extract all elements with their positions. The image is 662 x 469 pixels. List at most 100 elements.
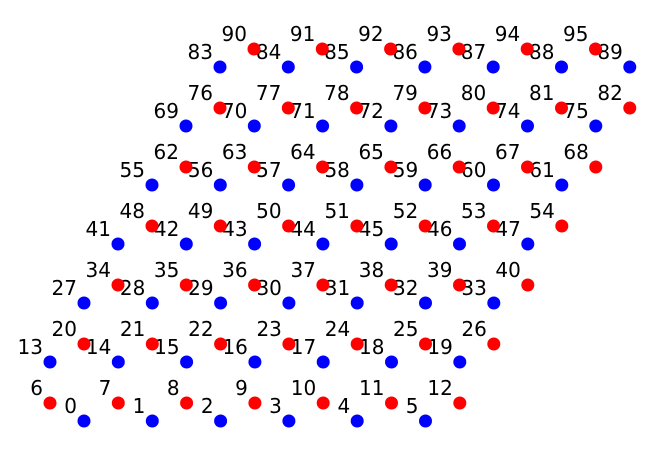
- node-label-42: 42: [154, 217, 179, 241]
- node-label-63: 63: [222, 140, 247, 164]
- node-label-54: 54: [529, 199, 554, 223]
- blue-node-58: [350, 178, 364, 192]
- node-label-41: 41: [86, 217, 111, 241]
- red-node-48: [145, 219, 159, 233]
- node-label-72: 72: [358, 99, 383, 123]
- node-label-23: 23: [256, 317, 281, 341]
- node-label-67: 67: [495, 140, 520, 164]
- red-node-25: [419, 337, 432, 351]
- red-node-67: [521, 160, 534, 174]
- node-label-49: 49: [188, 199, 213, 223]
- node-label-55: 55: [120, 158, 145, 182]
- red-node-78: [350, 101, 364, 115]
- blue-node-18: [385, 355, 398, 369]
- node-label-65: 65: [358, 140, 383, 164]
- blue-node-88: [555, 60, 568, 74]
- node-label-95: 95: [563, 22, 588, 46]
- red-node-77: [281, 101, 295, 115]
- red-node-7: [111, 396, 125, 410]
- red-node-91: [315, 42, 329, 56]
- node-label-30: 30: [256, 276, 281, 300]
- node-label-57: 57: [256, 158, 281, 182]
- blue-node-73: [452, 119, 466, 133]
- blue-node-27: [77, 296, 91, 310]
- node-label-22: 22: [188, 317, 213, 341]
- red-node-65: [384, 160, 398, 174]
- red-node-34: [111, 278, 125, 292]
- node-label-48: 48: [120, 199, 145, 223]
- node-label-2: 2: [201, 394, 214, 418]
- blue-node-17: [316, 355, 330, 369]
- node-label-32: 32: [393, 276, 418, 300]
- red-node-35: [179, 278, 193, 292]
- red-node-9: [248, 396, 262, 410]
- node-label-50: 50: [256, 199, 281, 223]
- node-label-4: 4: [337, 394, 350, 418]
- blue-node-72: [384, 119, 398, 133]
- node-label-9: 9: [235, 376, 248, 400]
- node-label-93: 93: [426, 22, 451, 46]
- node-label-80: 80: [461, 81, 486, 105]
- node-label-77: 77: [256, 81, 281, 105]
- red-node-26: [487, 337, 501, 351]
- red-node-64: [316, 160, 330, 174]
- node-label-58: 58: [324, 158, 349, 182]
- red-node-8: [180, 396, 194, 410]
- node-label-45: 45: [359, 217, 384, 241]
- node-label-59: 59: [393, 158, 418, 182]
- node-label-71: 71: [290, 99, 315, 123]
- red-node-92: [384, 42, 398, 56]
- blue-node-41: [111, 237, 125, 251]
- node-label-16: 16: [222, 335, 247, 359]
- blue-node-13: [43, 355, 57, 369]
- node-label-75: 75: [563, 99, 588, 123]
- blue-node-56: [213, 178, 227, 192]
- red-node-20: [77, 337, 91, 351]
- node-label-19: 19: [427, 335, 452, 359]
- red-node-21: [145, 337, 159, 351]
- blue-node-46: [453, 237, 466, 251]
- node-label-53: 53: [461, 199, 486, 223]
- red-node-93: [452, 42, 466, 56]
- node-label-36: 36: [222, 258, 247, 282]
- node-label-66: 66: [427, 140, 452, 164]
- blue-node-85: [350, 60, 364, 74]
- node-label-87: 87: [461, 40, 486, 64]
- node-label-0: 0: [64, 394, 77, 418]
- blue-node-2: [214, 414, 228, 428]
- blue-node-15: [180, 355, 194, 369]
- node-label-70: 70: [222, 99, 247, 123]
- node-label-56: 56: [188, 158, 213, 182]
- red-node-79: [418, 101, 432, 115]
- blue-node-0: [77, 414, 91, 428]
- red-node-53: [487, 219, 500, 233]
- node-label-34: 34: [86, 258, 111, 282]
- red-node-11: [385, 396, 398, 410]
- node-label-89: 89: [597, 40, 622, 64]
- red-node-68: [589, 160, 603, 174]
- red-node-62: [179, 160, 193, 174]
- node-label-68: 68: [563, 140, 588, 164]
- node-label-25: 25: [393, 317, 418, 341]
- node-label-39: 39: [427, 258, 452, 282]
- node-label-44: 44: [290, 217, 315, 241]
- red-node-63: [247, 160, 261, 174]
- node-label-79: 79: [392, 81, 417, 105]
- blue-node-84: [281, 60, 295, 74]
- node-label-6: 6: [30, 376, 43, 400]
- node-label-20: 20: [52, 317, 77, 341]
- node-label-88: 88: [529, 40, 554, 64]
- blue-node-57: [282, 178, 296, 192]
- red-node-50: [282, 219, 296, 233]
- red-node-95: [589, 42, 602, 56]
- node-label-29: 29: [188, 276, 213, 300]
- node-label-82: 82: [597, 81, 622, 105]
- node-label-17: 17: [291, 335, 316, 359]
- node-label-27: 27: [52, 276, 77, 300]
- blue-node-30: [282, 296, 296, 310]
- node-label-31: 31: [325, 276, 350, 300]
- red-node-76: [213, 101, 227, 115]
- node-label-64: 64: [290, 140, 315, 164]
- blue-node-44: [316, 237, 330, 251]
- red-node-12: [453, 396, 467, 410]
